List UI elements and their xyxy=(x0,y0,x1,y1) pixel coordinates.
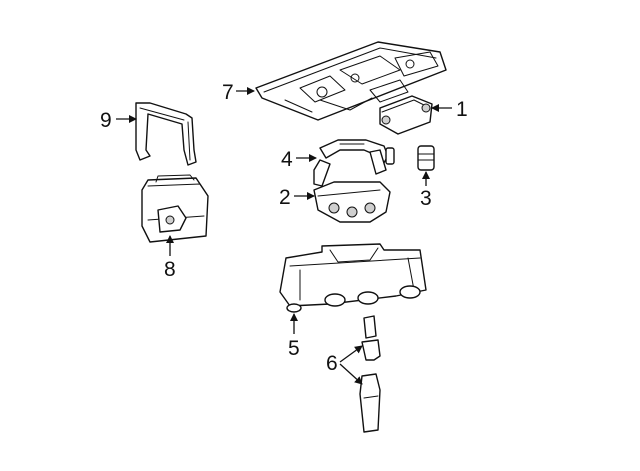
callout-labels: 7 1 9 4 3 2 8 5 6 xyxy=(100,81,468,375)
coil-pack-part-2 xyxy=(313,181,391,223)
coil-bracket-part-5 xyxy=(279,243,427,313)
callout-4: 4 xyxy=(281,148,293,171)
callout-5: 5 xyxy=(288,337,300,360)
bracket-part-9 xyxy=(135,102,197,166)
callout-6: 6 xyxy=(326,352,338,375)
callout-7: 7 xyxy=(222,81,234,104)
connector-part-3 xyxy=(417,145,435,171)
callout-3: 3 xyxy=(420,187,432,210)
callout-8: 8 xyxy=(164,258,176,281)
wiring-harness-part-4 xyxy=(313,139,395,187)
leader-6a xyxy=(339,345,363,363)
leader-6b xyxy=(339,363,363,385)
engine-cover-part-7 xyxy=(255,41,447,121)
control-module-part-8 xyxy=(141,174,209,243)
callout-2: 2 xyxy=(279,186,291,209)
leader-lines xyxy=(116,87,452,385)
callout-9: 9 xyxy=(100,109,112,132)
callout-1: 1 xyxy=(456,98,468,121)
plug-boots-part-6 xyxy=(359,315,381,433)
module-part-1 xyxy=(379,95,433,135)
